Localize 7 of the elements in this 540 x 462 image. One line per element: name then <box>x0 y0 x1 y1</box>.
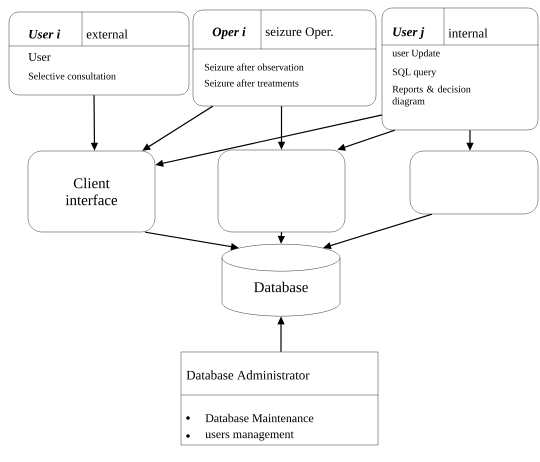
component-shape <box>410 150 538 214</box>
actor-box: User j internal user Update SQL query Reports & decision diagram <box>382 8 538 130</box>
actor-box: User i external User Selective consultation <box>8 12 190 96</box>
database-cylinder: Database <box>222 244 340 316</box>
administrator-box: Database Administrator Database Maintenance users management <box>180 352 378 446</box>
component-shape <box>218 150 346 232</box>
actor-box: Oper i seizure Oper. Seizure after observation Seizure after treatments <box>192 10 376 106</box>
